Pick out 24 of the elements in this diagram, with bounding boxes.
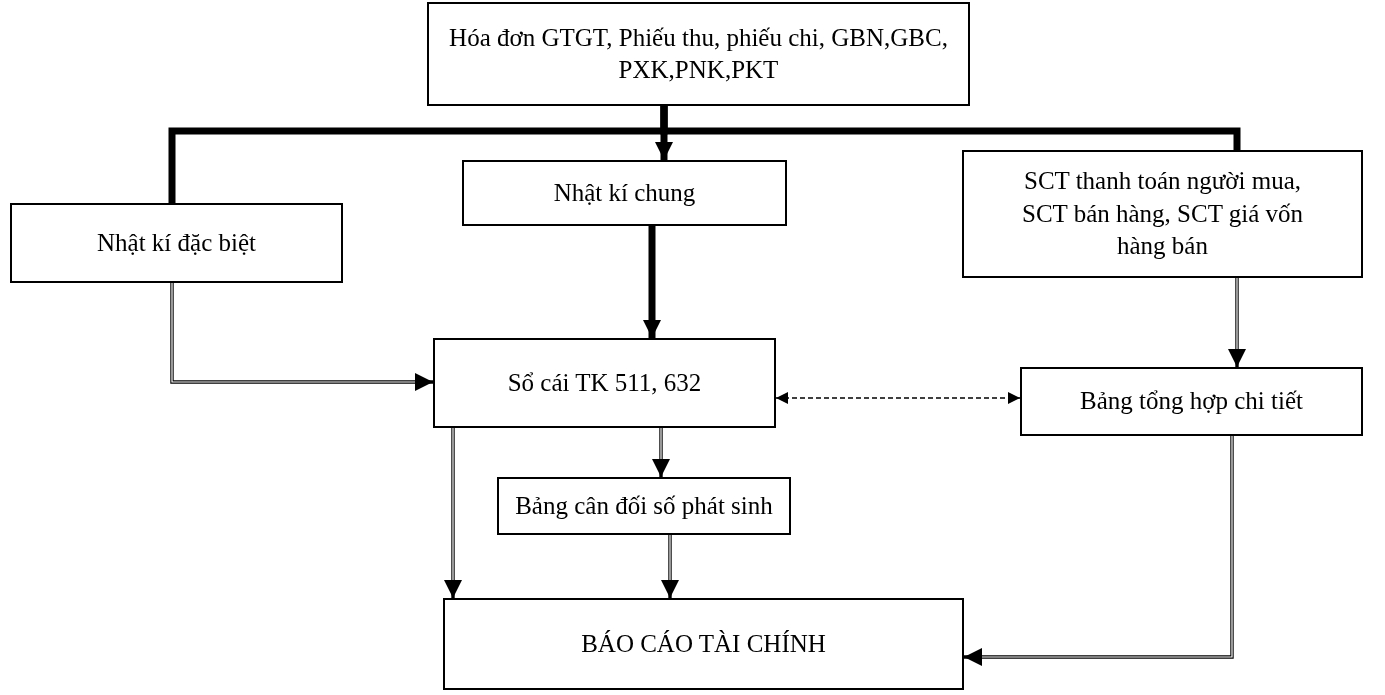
process-box <box>462 160 787 226</box>
process-box <box>433 338 776 428</box>
arrow <box>444 427 462 598</box>
arrow <box>643 226 661 338</box>
box-label: BÁO CÁO TÀI CHÍNH <box>581 628 826 659</box>
box-label: Bảng cân đối số phát sinh <box>515 490 773 521</box>
box-label: Nhật kí chung <box>553 177 696 208</box>
arrow <box>964 435 1234 666</box>
arrow <box>661 534 679 598</box>
box-label: SCT thanh toán người mua, SCT bán hàng, SCT giá vốn hàng bán <box>1021 166 1304 262</box>
process-box <box>1020 367 1363 436</box>
process-box <box>962 150 1363 278</box>
process-box <box>443 598 964 690</box>
box-label: Sổ cái TK 511, 632 <box>507 367 702 398</box>
process-box <box>427 2 970 106</box>
arrow <box>170 282 433 391</box>
arrow <box>775 392 1021 404</box>
process-box <box>497 477 791 535</box>
box-label: Bảng tổng hợp chi tiết <box>1080 386 1303 417</box>
arrow <box>652 427 670 477</box>
box-label: Hóa đơn GTGT, Phiếu thu, phiếu chi, GBN,GBC, PXK,PNK,PKT <box>448 22 949 85</box>
box-label: Nhật kí đặc biệt <box>97 227 256 258</box>
process-box <box>10 203 343 283</box>
arrow <box>1228 277 1246 367</box>
